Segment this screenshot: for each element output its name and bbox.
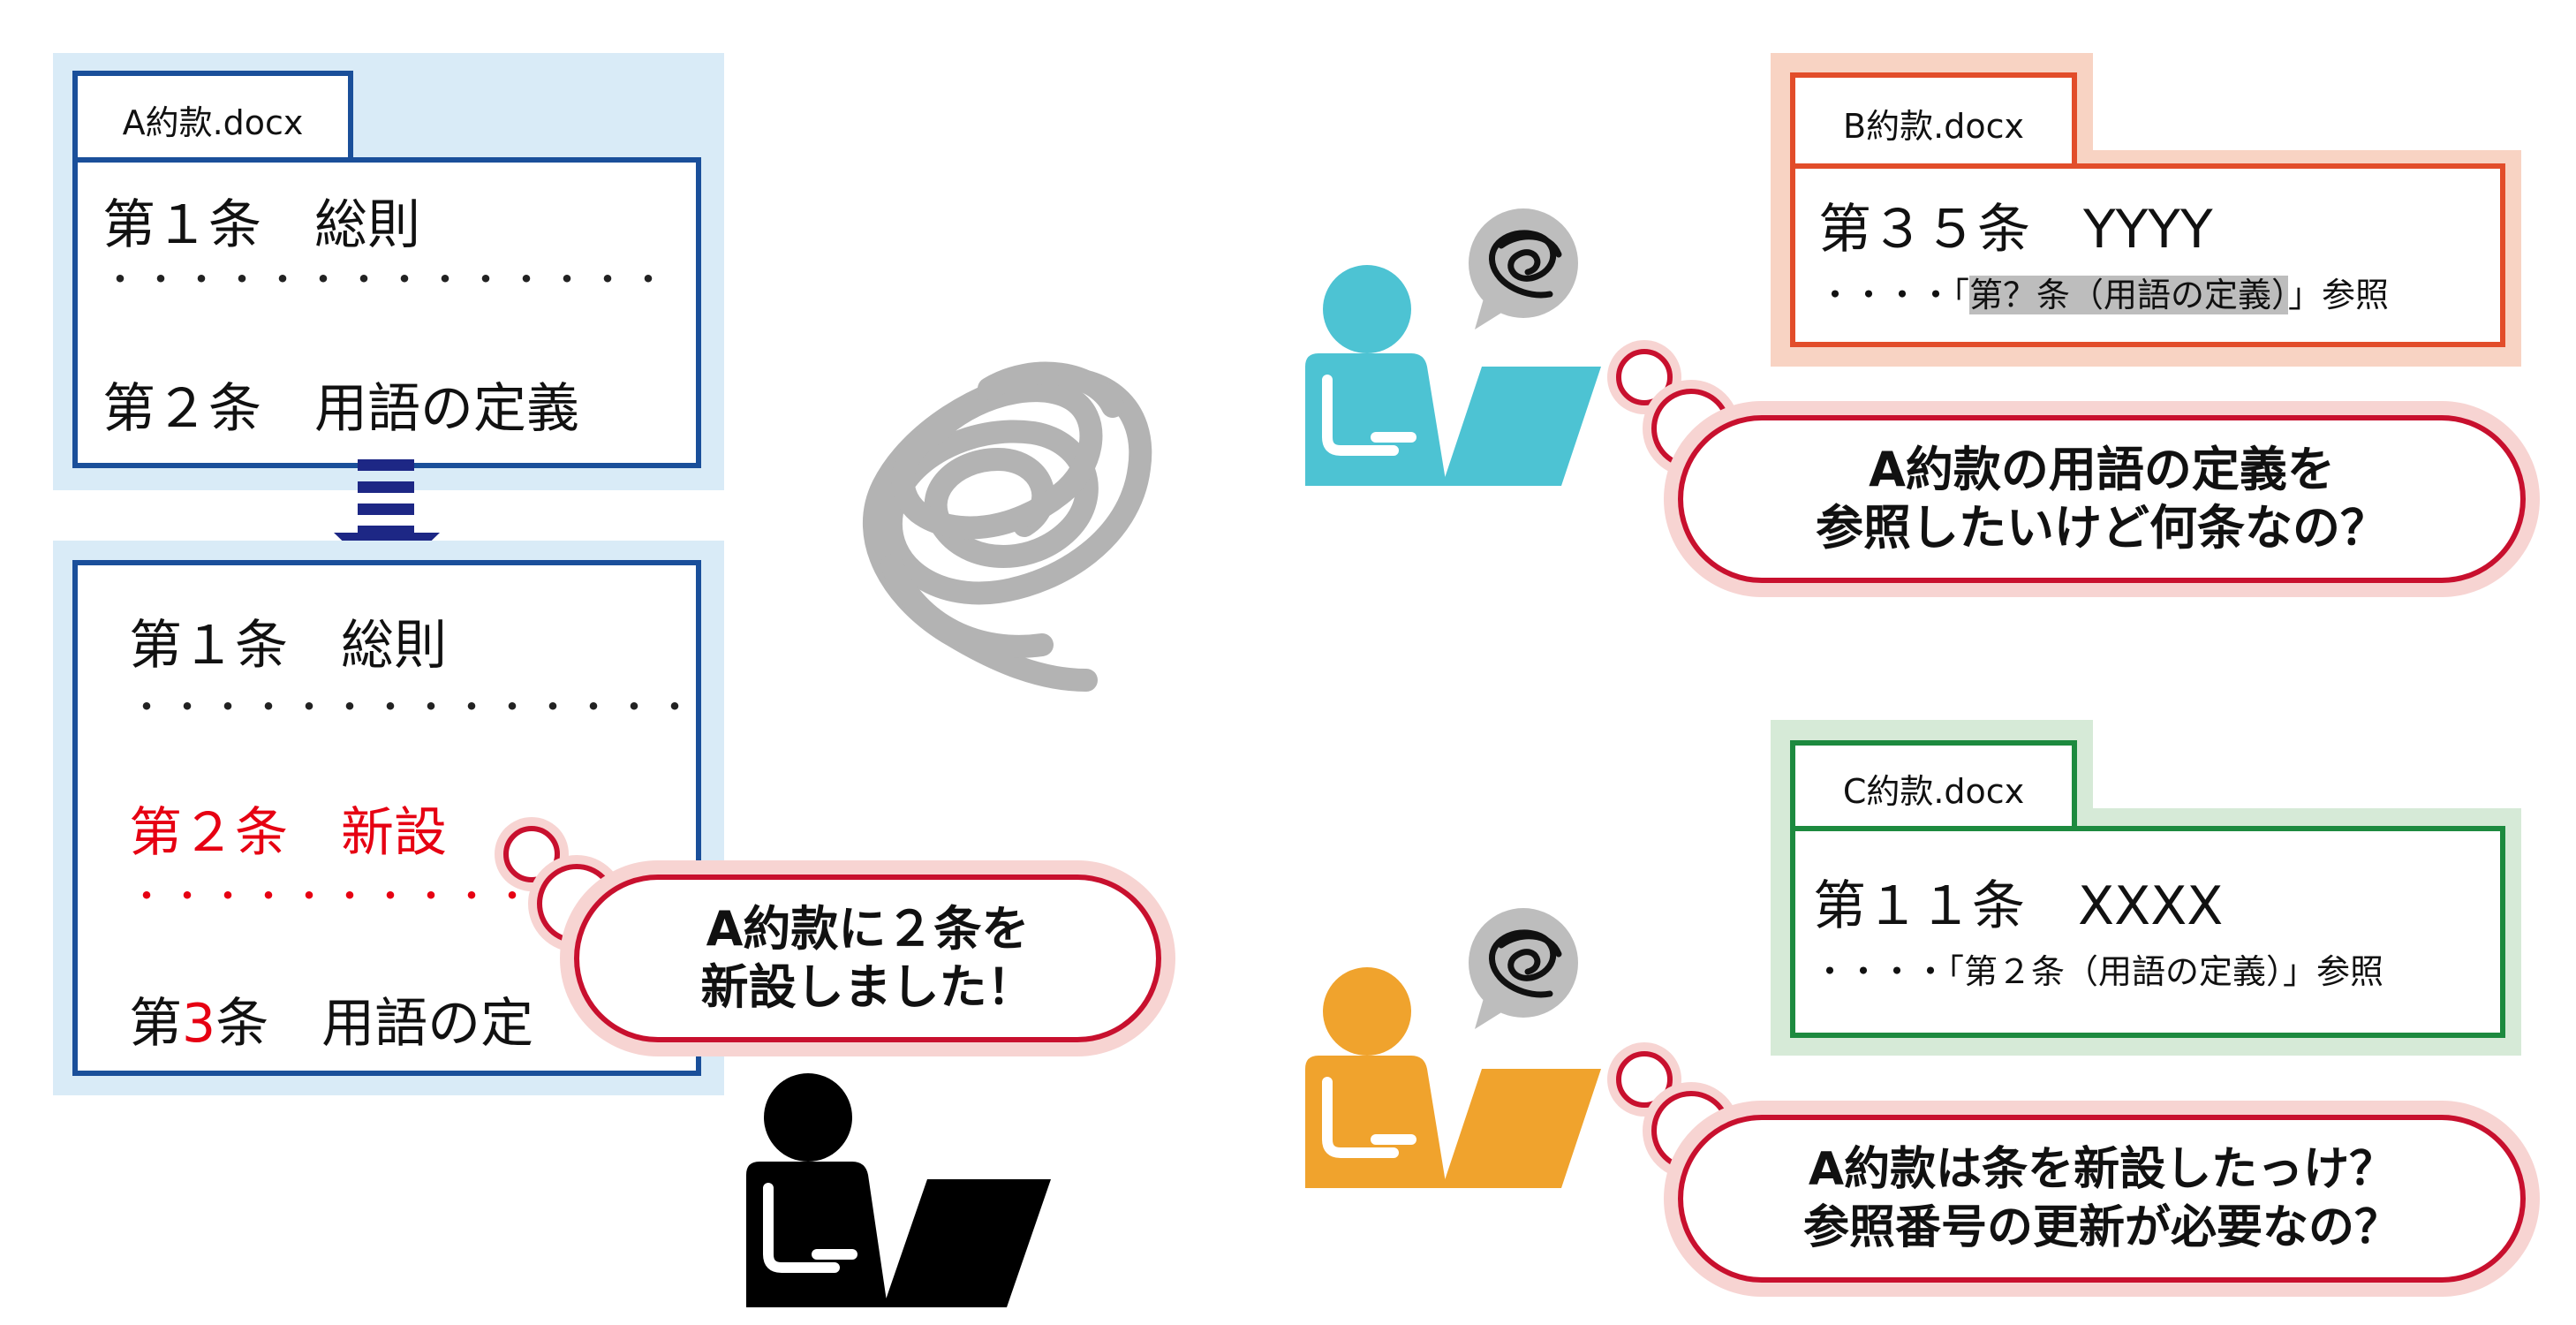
doc-b-filename-tab: B約款.docx [1790, 72, 2077, 168]
article-3-rest: 条 用語の定 [215, 993, 534, 1055]
reference-suffix: 」参照 [2288, 276, 2390, 314]
doc-a-filename-tab: A約款.docx [72, 71, 353, 163]
article-35-heading: 第３５条 YYYY [1818, 199, 2213, 261]
doc-a-before: 第１条 総則 ・・・・・・・・・・・・・・ 第２条 用語の定義 [72, 157, 701, 468]
person-at-laptop-icon [746, 1073, 1051, 1307]
speech-bubble-b: A約款の用語の定義を 参照したいけど何条なの？ [1678, 415, 2526, 583]
new-article-2-heading: 第２条 新設 [129, 802, 447, 864]
reference-prefix: ・・・・「 [1818, 276, 1970, 314]
bubble-c-line1: A約款は条を新設したっけ？ [1808, 1143, 2396, 1196]
doc-b: 第３５条 YYYY ・・・・「第？条（用語の定義）」参照 [1790, 163, 2505, 347]
article-1-heading: 第１条 総則 [129, 615, 447, 677]
confusion-scribble-icon [863, 361, 1152, 692]
bubble-b-line2: 参照したいけど何条なの？ [1816, 500, 2388, 556]
article-3-prefix: 第 [129, 993, 182, 1055]
speech-bubble-c: A約款は条を新設したっけ？ 参照番号の更新が必要なの？ [1678, 1115, 2526, 1283]
thought-puff [1616, 1051, 1673, 1108]
article-3-number: 3 [182, 993, 216, 1055]
bubble-a-line1: A約款に２条を [706, 901, 1030, 957]
bubble-a-line2: 新設しました！ [700, 959, 1035, 1015]
article-2-heading: 第２条 用語の定義 [102, 378, 579, 440]
doc-c-filename-tab: C約款.docx [1790, 740, 2077, 830]
article-11-heading: 第１１条 XXXX [1813, 875, 2224, 937]
highlighted-unknown-reference: 第？条（用語の定義） [1969, 276, 2289, 314]
dotted-content: ・・・・・・・・・・・・・・ [129, 687, 698, 728]
speech-bubble-a: A約款に２条を 新設しました！ [574, 874, 1161, 1042]
new-dotted-content: ・・・・・・・・・・ [129, 876, 535, 917]
confused-thought-icon [1469, 208, 1578, 329]
article-1-heading: 第１条 総則 [102, 194, 420, 256]
article-3-heading: 第3条 用語の定 [129, 980, 533, 1057]
doc-c: 第１１条 XXXX ・・・・「第２条（用語の定義）」参照 [1790, 826, 2505, 1038]
reference-line: ・・・・「第？条（用語の定義）」参照 [1818, 268, 2389, 316]
person-at-laptop-icon [1305, 967, 1601, 1188]
bubble-b-line1: A約款の用語の定義を [1869, 442, 2335, 497]
thought-puff [1616, 349, 1673, 405]
person-at-laptop-icon [1305, 265, 1601, 486]
bubble-c-line2: 参照番号の更新が必要なの？ [1802, 1201, 2400, 1254]
confused-thought-icon [1469, 908, 1578, 1029]
dotted-content: ・・・・・・・・・・・・・・ [102, 260, 671, 300]
reference-line: ・・・・「第２条（用語の定義）」参照 [1813, 952, 2384, 991]
